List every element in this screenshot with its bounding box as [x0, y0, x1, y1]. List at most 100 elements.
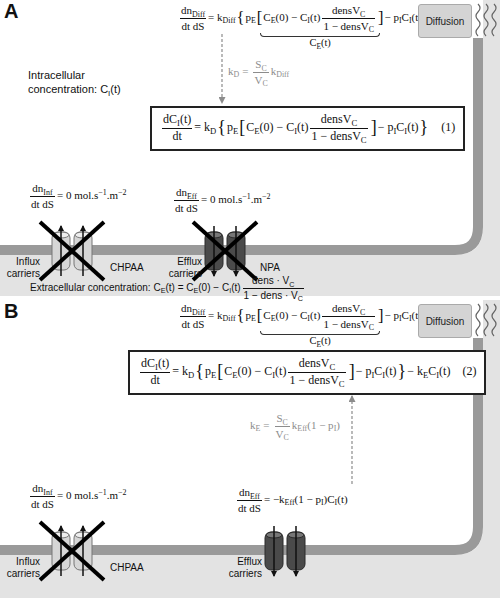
math-term: −2	[118, 188, 126, 197]
concentration-label: (t)	[231, 282, 240, 293]
diffusion-wave	[476, 304, 480, 336]
math-term: {	[237, 8, 245, 27]
diffusion-wave	[492, 4, 496, 36]
math-term: C	[339, 379, 345, 389]
concentration-label: (t) = C	[165, 282, 193, 293]
math-term: Diffusion	[426, 16, 465, 27]
math-term: − p	[384, 309, 398, 321]
math-term: = k	[172, 364, 188, 378]
math-term: Diff	[276, 70, 289, 79]
math-term: densV	[321, 112, 352, 126]
math-term: dt	[172, 129, 181, 143]
numerator: dCI(t)	[140, 357, 170, 373]
math-term: E	[251, 314, 256, 323]
math-term: (0) − C	[275, 11, 307, 23]
math-term: Diff	[192, 10, 205, 19]
math-term: [	[217, 361, 223, 381]
numerator: dnDiff	[180, 302, 206, 317]
math-term: k	[271, 65, 277, 77]
math-term: I	[382, 370, 385, 380]
math-term: dn	[32, 182, 43, 194]
concentration-label: I	[229, 286, 231, 295]
math-term: (1 − p	[307, 419, 333, 431]
text-group: A	[4, 0, 18, 23]
math-term: V	[276, 428, 284, 440]
math-term: I	[436, 370, 439, 380]
text-group: B	[4, 300, 18, 323]
numerator: densVC	[322, 302, 375, 317]
math-term: E	[423, 370, 428, 380]
text-group: dnEffdt dS= −kEff(1 − pI)CI(t)	[235, 486, 348, 514]
equation-box: dCI(t)dt= kD{pE[CE(0) − CI(t)densVC1 − d…	[128, 350, 486, 395]
math-term: E	[233, 126, 238, 136]
fraction: dnEffdt dS	[237, 486, 262, 514]
math-term: S	[255, 58, 261, 70]
math-term: dt dS	[182, 318, 205, 330]
denominator: VC	[253, 73, 268, 87]
math-term: C	[261, 64, 266, 73]
math-term: C	[309, 37, 316, 48]
math-term: 1 − densV	[311, 129, 360, 143]
numerator: densVC	[288, 357, 345, 373]
diffusion-box: Diffusion	[418, 4, 472, 38]
math-term: 1 − densV	[323, 20, 368, 32]
math-term: = 0 mol.s	[57, 189, 98, 201]
denominator: dt dS	[237, 501, 262, 515]
math-term: (t)	[310, 309, 320, 321]
math-term: .m	[107, 489, 118, 501]
math-term: C	[360, 10, 365, 19]
math-term: p	[245, 309, 251, 321]
text-group: Influx carriers	[0, 256, 40, 279]
denominator: 1 − densVC	[288, 373, 345, 388]
math-term: ]	[378, 8, 384, 27]
text-group: dnDiffdt dS= kDiff{pE[CE(0) − CI(t)densV…	[178, 4, 432, 32]
fraction: densVC1 − densVC	[310, 113, 367, 144]
concentration-label: E	[193, 286, 198, 295]
math-term: Eff	[285, 498, 295, 507]
concentration-label: C	[289, 280, 294, 289]
text-group: Efflux carriers	[158, 256, 202, 279]
underbrace: CE(t)	[260, 330, 381, 346]
math-term: = k	[208, 309, 222, 321]
math-term: E	[271, 16, 276, 25]
math-term: −1	[98, 188, 106, 197]
math-term: {	[195, 361, 204, 381]
math-term: S	[276, 412, 282, 424]
denominator: dt dS	[30, 197, 55, 211]
math-term: Eff	[187, 192, 197, 201]
math-term: C	[428, 364, 436, 378]
math-term: D	[234, 70, 240, 79]
math-term: E	[271, 314, 276, 323]
math-term: I	[399, 16, 402, 25]
math-term: dt dS	[31, 198, 54, 210]
math-term: Diffusion	[426, 316, 465, 327]
math-term: −1	[242, 192, 250, 201]
math-term: − k	[407, 364, 423, 378]
math-term: dt	[150, 373, 159, 387]
inhibition-cross	[193, 222, 257, 280]
math-term: dn	[181, 302, 192, 314]
text-group: CHPAA	[110, 262, 144, 274]
denominator: 1 − dens · VC	[243, 289, 304, 302]
carrier-label: Efflux carriers	[169, 256, 202, 279]
text-group: Influx carriers	[0, 556, 40, 579]
math-term: − p	[356, 364, 372, 378]
denominator: 1 − densVC	[322, 317, 375, 331]
carrier-label: Efflux carriers	[229, 556, 262, 579]
math-term: =	[263, 419, 269, 431]
math-term: ]	[349, 361, 355, 381]
math-term: E	[256, 424, 261, 433]
math-term: C	[309, 335, 316, 346]
dashed-arrow	[221, 34, 222, 103]
brace-line	[260, 33, 381, 37]
math-term: ]	[371, 117, 377, 137]
extracellular-region	[0, 0, 500, 296]
inhibition-cross	[40, 222, 104, 280]
math-term: dt dS	[31, 498, 54, 510]
math-term: p	[245, 11, 251, 23]
text-group: dnDiffdt dS= kDiff{pE[CE(0) − CI(t)densV…	[178, 302, 432, 330]
math-term: dn	[181, 4, 192, 16]
math-term: (t)	[385, 364, 396, 378]
text-group: dnEffdt dS= 0 mol.s−1.m−2	[172, 186, 270, 214]
concentration-label: Intracellular concentration: C	[28, 69, 108, 95]
